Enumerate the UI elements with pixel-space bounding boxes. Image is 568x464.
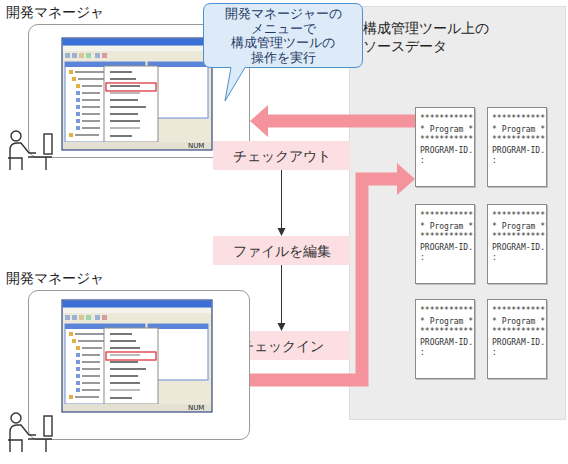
node-text: *********** * Program * *********** PROG… <box>416 300 473 359</box>
node-text: 開発マネージャーの メニューで 構成管理ツールの 操作を実行 <box>203 6 363 66</box>
callout-shape <box>204 4 363 102</box>
node-text: *********** * Program * *********** PROG… <box>488 205 545 264</box>
repository-area: 構成管理ツール上の ソースデータ *********** * Program * … <box>349 6 566 420</box>
arrow-head <box>278 228 286 236</box>
node-text: ファイルを編集 <box>233 242 331 260</box>
flow-arrow <box>250 163 415 380</box>
step-band: チェックアウト <box>213 141 350 170</box>
node-text: *********** * Program * *********** PROG… <box>416 108 473 167</box>
arrow-head <box>397 163 415 195</box>
flow-arrow <box>250 105 415 137</box>
step-band: ファイルを編集 <box>213 236 350 265</box>
connector-line <box>281 265 282 324</box>
source-document: *********** * Program * *********** PROG… <box>487 107 547 187</box>
connector-line <box>250 179 398 380</box>
node-text: 構成管理ツール上の ソースデータ <box>363 19 513 55</box>
source-document: *********** * Program * *********** PROG… <box>487 299 547 379</box>
step-arrow <box>278 265 286 331</box>
node-text: チェックイン <box>240 337 324 355</box>
panel-heading: 開発マネージャ <box>6 269 104 287</box>
connector-line <box>267 115 415 128</box>
node-text: チェックアウト <box>233 147 331 165</box>
arrow-head <box>278 323 286 331</box>
callout-bubble: 開発マネージャーの メニューで 構成管理ツールの 操作を実行 <box>203 3 363 103</box>
status-text: NUM <box>188 142 204 150</box>
source-document: *********** * Program * *********** PROG… <box>415 204 475 284</box>
connector-line <box>281 170 282 229</box>
panel-heading: 開発マネージャ <box>6 3 104 21</box>
node-text: *********** * Program * *********** PROG… <box>416 205 473 264</box>
arrow-head <box>250 105 268 137</box>
node-text: *********** * Program * *********** PROG… <box>488 300 545 359</box>
source-document: *********** * Program * *********** PROG… <box>415 299 475 379</box>
node-text: *********** * Program * *********** PROG… <box>488 108 545 167</box>
source-document: *********** * Program * *********** PROG… <box>415 107 475 187</box>
source-document: *********** * Program * *********** PROG… <box>487 204 547 284</box>
status-text: NUM <box>188 404 204 412</box>
step-arrow <box>278 170 286 236</box>
